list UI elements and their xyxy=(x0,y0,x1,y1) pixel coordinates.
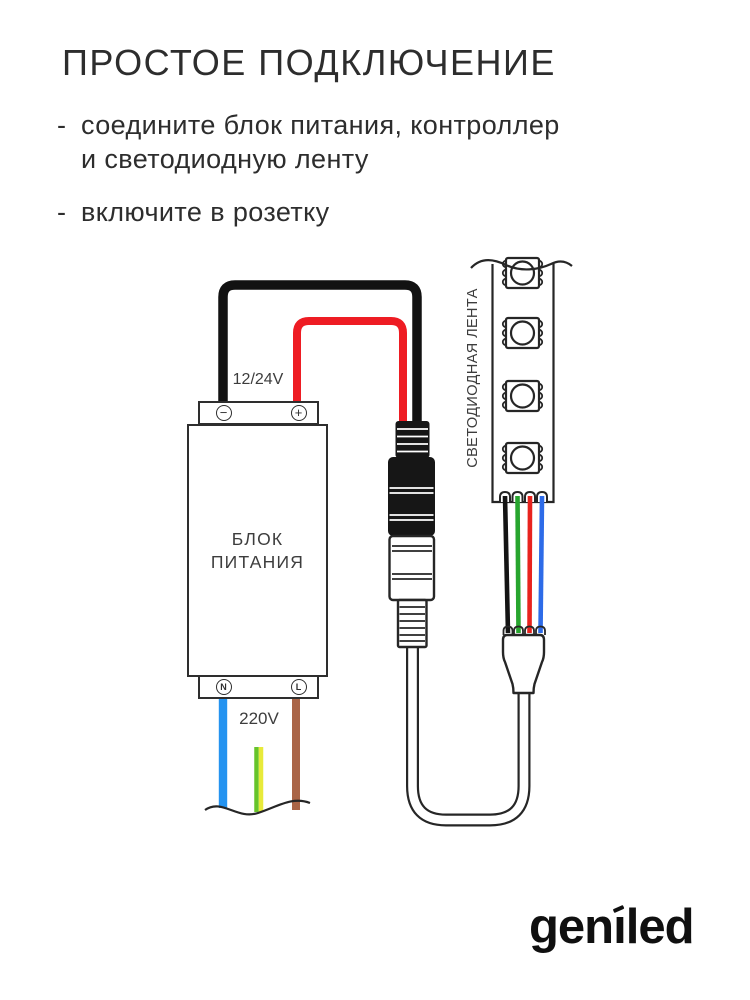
psu-label-line2: ПИТАНИЯ xyxy=(210,552,305,572)
terminal-neutral: N xyxy=(215,679,232,695)
led-chip xyxy=(501,256,544,290)
ac-voltage-label: 220V xyxy=(239,709,279,728)
dc-plug-strain-relief xyxy=(395,421,430,458)
page-title: ПРОСТОЕ ПОДКЛЮЧЕНИЕ xyxy=(62,42,556,83)
rgb-connector-pad xyxy=(535,625,546,635)
dc-negative-wire xyxy=(218,280,422,430)
logo-dotless-i: ı xyxy=(613,900,627,954)
line-letter: L xyxy=(295,681,302,692)
rgb-connector-body xyxy=(501,633,546,695)
logo-part-post: led xyxy=(625,900,695,954)
bullet-marker: - xyxy=(57,110,67,140)
terminal-minus: − xyxy=(215,405,232,421)
dc-voltage-label: 12/24V xyxy=(232,371,284,388)
led-chip xyxy=(501,379,544,413)
led-strip-label: СВЕТОДИОДНАЯ ЛЕНТА xyxy=(465,288,481,468)
logo-part-pre: gen xyxy=(529,900,614,954)
led-chip xyxy=(501,441,544,475)
bullet-connect-line1: соедините блок питания, контроллер xyxy=(81,110,560,140)
power-supply-unit: БЛОК ПИТАНИЯ xyxy=(187,424,328,677)
terminal-plus: + xyxy=(290,405,307,421)
bullet-plug-in-line1: включите в розетку xyxy=(81,197,330,227)
controller-cable-outline xyxy=(406,648,531,827)
plus-symbol: + xyxy=(294,405,303,420)
dc-plug-body xyxy=(388,457,435,536)
ac-wires-cut-wave xyxy=(204,799,311,816)
bullet-connect: - соедините блок питания, контроллер и с… xyxy=(57,108,560,176)
dc-positive-wire xyxy=(293,317,407,430)
dc-jack-ribbed-neck xyxy=(396,598,428,649)
led-strip-cut-wave xyxy=(470,259,573,271)
bullet-plug-in: - включите в розетку xyxy=(57,195,330,229)
logo-letter-i: ı xyxy=(612,899,627,955)
bullet-connect-line2: и светодиодную ленту xyxy=(81,144,369,174)
rgb-connector-pad xyxy=(524,625,535,635)
led-chip xyxy=(501,316,544,350)
rgb-connector-pad xyxy=(513,625,524,635)
minus-symbol: − xyxy=(219,405,228,420)
rgb-connector-pad xyxy=(502,625,514,635)
strip-red-wire xyxy=(527,495,533,634)
terminal-line: L xyxy=(290,679,307,695)
strip-green-wire xyxy=(515,495,521,634)
strip-black-wire xyxy=(502,495,511,634)
dc-jack-body xyxy=(388,534,436,602)
neutral-letter: N xyxy=(220,681,227,692)
bullet-marker: - xyxy=(57,197,67,227)
controller-cable xyxy=(408,648,529,825)
strip-blue-wire xyxy=(538,495,545,634)
psu-label-line1: БЛОК xyxy=(231,529,284,549)
